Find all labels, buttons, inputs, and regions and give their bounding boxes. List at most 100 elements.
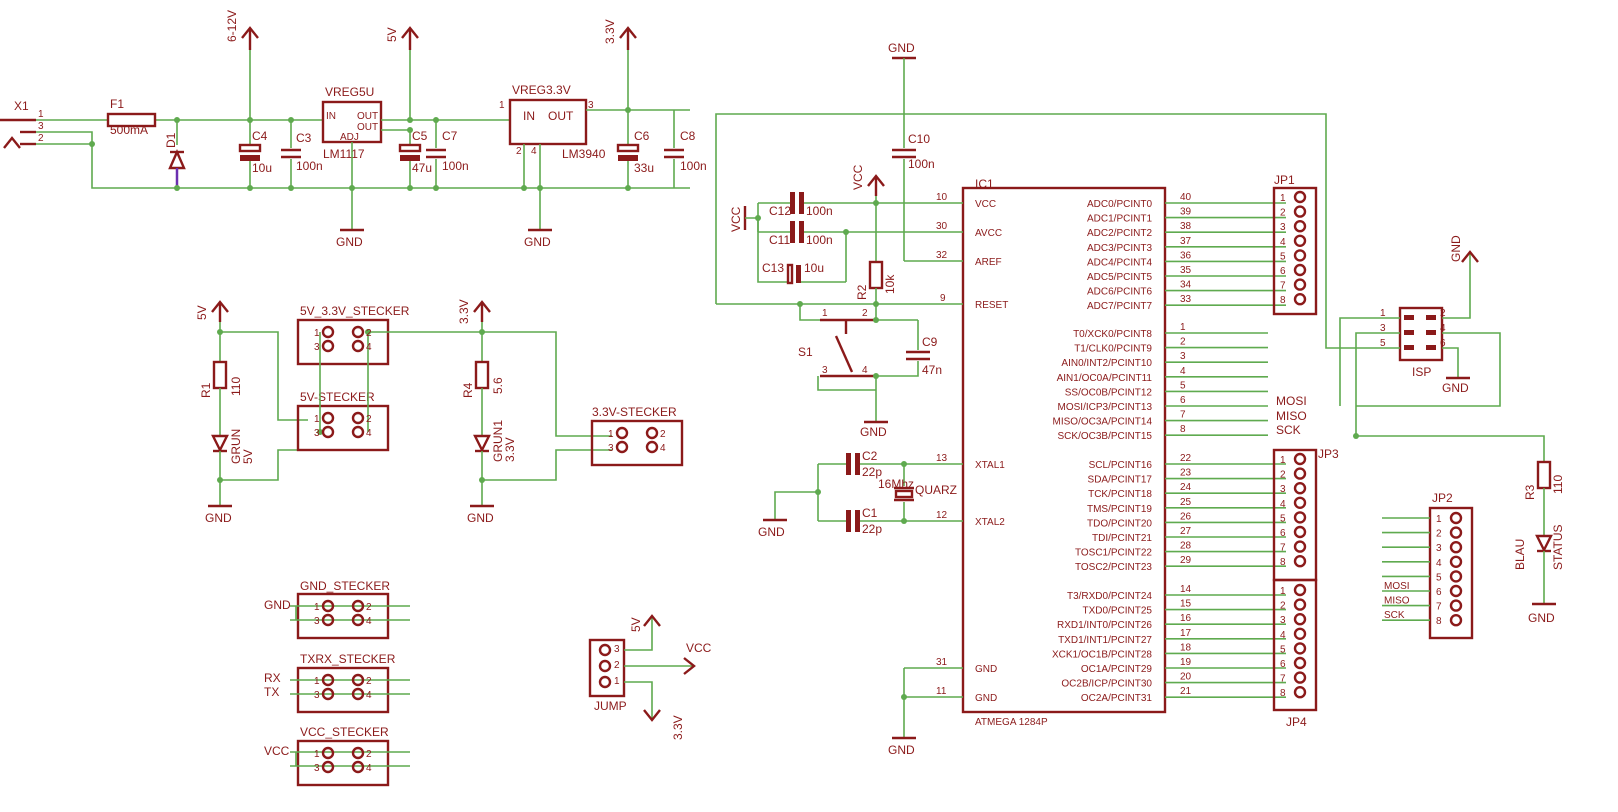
vcc-right-label: GND [1449, 235, 1463, 262]
jp1-label: JP1 [1274, 173, 1295, 187]
pin-name: ADC3/PCINT3 [1087, 243, 1152, 254]
jp3-pin-num: 5 [1280, 513, 1286, 524]
cap-c13-a [786, 263, 794, 285]
junction [433, 117, 439, 123]
pin-name: TXD0/PCINT25 [1083, 606, 1153, 617]
jp3-pin-num: 1 [1280, 455, 1286, 466]
stecker-pad [351, 613, 365, 627]
jp2-pin-num: 7 [1436, 602, 1442, 613]
isp-pin3: 3 [1380, 323, 1386, 334]
d1-label: D1 [164, 132, 178, 148]
pin-name: MOSI/ICP3/PCINT13 [1058, 402, 1153, 413]
jp3-pin-num: 6 [1280, 528, 1286, 539]
stecker-pin-num: 4 [660, 443, 666, 454]
txrx-st-label: TXRX_STECKER [300, 652, 396, 666]
gnd-c12-label: VCC [729, 206, 743, 232]
isp-pad [1426, 345, 1436, 350]
s1-pin2: 2 [862, 308, 868, 319]
pin-num: 25 [1180, 497, 1192, 508]
gnd-s1-label: GND [860, 425, 887, 439]
stecker-pad [351, 673, 365, 687]
stecker-pad [321, 760, 335, 774]
fuse-f1 [106, 112, 157, 128]
diode-d1 [168, 149, 186, 170]
stecker-pin-num: 1 [314, 749, 320, 760]
gnd-st-label: GND_STECKER [300, 579, 390, 593]
stecker-pin-num: 3 [314, 616, 320, 627]
vreg33-pin4: 4 [531, 146, 537, 157]
c4-value: 10u [252, 161, 272, 175]
c13-value: 10u [804, 261, 824, 275]
vreg5-out2: OUT [357, 122, 378, 133]
jp2-pin-num: 4 [1436, 558, 1442, 569]
stecker-pad [615, 440, 629, 454]
grun-5v-label: GRUN [229, 429, 243, 464]
x1-label: X1 [14, 99, 29, 113]
jp3-pad [1293, 555, 1307, 568]
jump-vcc-label: VCC [686, 641, 712, 655]
jp2-pad [1449, 541, 1463, 554]
cap-c6-plus [616, 143, 640, 153]
pin-name: T3/RXD0/PCINT24 [1067, 591, 1152, 602]
isp-pin5: 5 [1380, 338, 1386, 349]
stecker-pad [645, 440, 659, 454]
jp2-pin-num: 1 [1436, 514, 1442, 525]
stecker-pin-num: 2 [660, 429, 666, 440]
pin-name: TXD1/INT1/PCINT27 [1058, 635, 1152, 646]
pin-name: T0/XCK0/PCINT8 [1073, 329, 1152, 340]
resistor-r3 [1536, 460, 1552, 490]
stecker-pad [351, 687, 365, 701]
stecker-pad [321, 613, 335, 627]
jump-body [588, 638, 626, 698]
stecker-pad [321, 599, 335, 613]
stecker-pad [321, 746, 335, 760]
vreg33-part: LM3940 [562, 147, 606, 161]
led-status [1535, 534, 1553, 553]
c13-label: C13 [762, 261, 784, 275]
stecker-pin-num: 2 [366, 749, 372, 760]
stecker-pin-num: 2 [366, 602, 372, 613]
stecker-pad [321, 425, 335, 439]
isp-body [1398, 306, 1444, 362]
isp-pin6: 6 [1440, 338, 1446, 349]
stecker-pin-num: 2 [366, 414, 372, 425]
stecker-pad [321, 339, 335, 353]
stecker-gnd-body [296, 592, 390, 640]
stecker-pin-num: 3 [314, 428, 320, 439]
c6-value: 33u [634, 161, 654, 175]
jp3-pad [1293, 482, 1307, 495]
s1-contact [834, 335, 854, 373]
c2-label: C2 [862, 449, 878, 463]
jp1-pin-num: 6 [1280, 266, 1286, 277]
pin-name: TCK/PCINT18 [1088, 489, 1152, 500]
stecker-pad [351, 425, 365, 439]
jp3-pin-num: 7 [1280, 543, 1286, 554]
gnd-xtal-label: GND [758, 525, 785, 539]
junction [288, 117, 294, 123]
wire-gnd-33-stecker [482, 449, 612, 481]
jp2-label: JP2 [1432, 491, 1453, 505]
wire-isp6-gnd [1442, 347, 1459, 378]
jump-pin3-pad [598, 643, 612, 657]
jump-pin2-pad [598, 659, 612, 673]
grun-5v-value: 5V [241, 449, 255, 464]
resistor-r2 [868, 260, 884, 290]
stecker-pad [351, 339, 365, 353]
pin-num: 13 [936, 453, 948, 464]
jp1-pin-num: 1 [1280, 193, 1286, 204]
pin-name: ADC0/PCINT0 [1087, 199, 1152, 210]
stecker-5v33-body [296, 318, 390, 366]
wire-jump-33 [624, 681, 653, 718]
jp4-label: JP4 [1286, 715, 1307, 729]
pin-name: RXD1/INT0/PCINT26 [1057, 620, 1152, 631]
pin-num: 7 [1180, 410, 1186, 421]
jp2-body [1428, 506, 1474, 640]
pin-name: SCK/OC3B/PCINT15 [1058, 431, 1153, 442]
x1-pin2-num: 2 [38, 133, 44, 144]
stecker-pin-num: 4 [366, 616, 372, 627]
stecker-vcc-body [296, 739, 390, 787]
jp4-pin-num: 8 [1280, 688, 1286, 699]
pin-num: 10 [936, 192, 948, 203]
stecker-pin-num: 4 [366, 342, 372, 353]
ic1-body [961, 186, 1167, 714]
